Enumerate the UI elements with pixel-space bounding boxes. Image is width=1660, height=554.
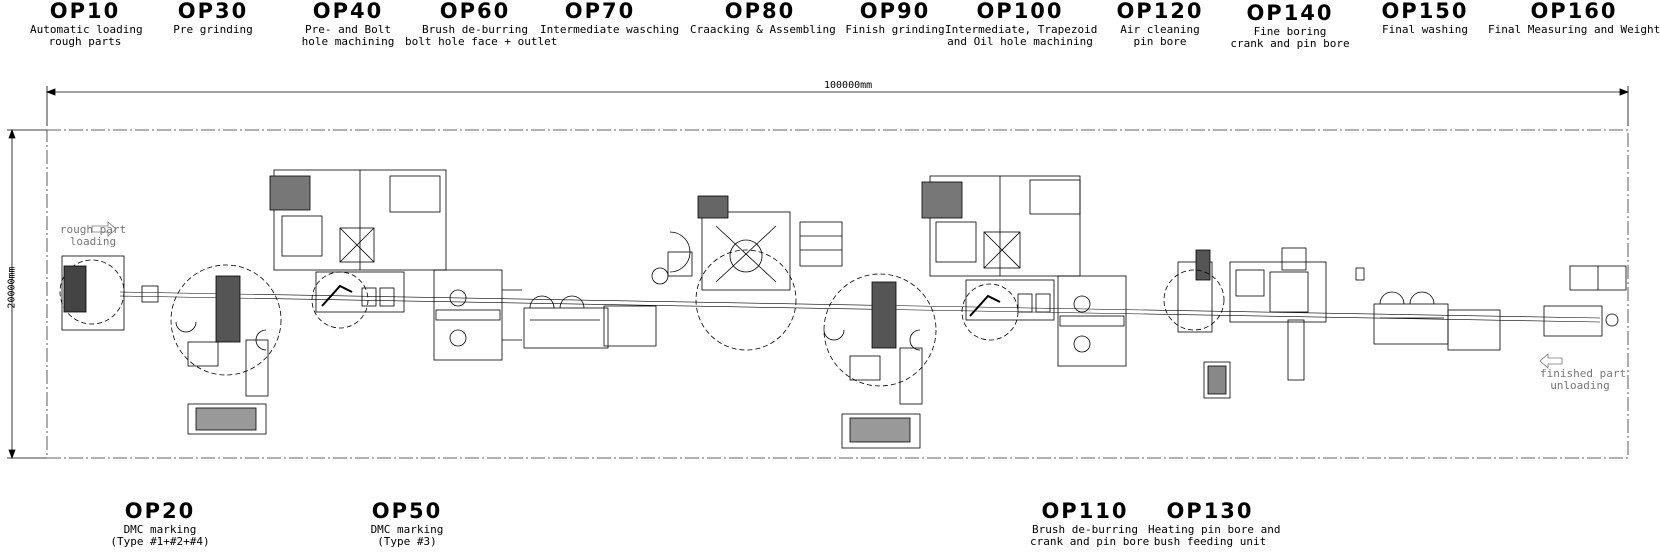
op-description: DMC marking (Type #3) bbox=[370, 523, 444, 548]
op140-fine-boring-machine bbox=[1229, 247, 1365, 381]
op-label-op60: OP60 Brush de-burring bolt hole face + o… bbox=[405, 0, 558, 48]
length-dimension-line bbox=[45, 86, 1630, 126]
length-dimension-label: 100000mm bbox=[824, 80, 873, 91]
op150-washing-machine bbox=[1373, 291, 1501, 351]
transfer-line bbox=[119, 291, 1601, 319]
op-code: OP140 bbox=[1246, 1, 1334, 25]
op40-machining-center bbox=[269, 169, 447, 329]
op-label-op10: OP10 Automatic loading rough parts bbox=[30, 0, 143, 48]
op70-washing-machine bbox=[523, 295, 657, 349]
loading-note: rough part loading bbox=[59, 223, 127, 248]
op-code: OP20 bbox=[124, 499, 196, 523]
op-label-op160: OP160 Final Measuring and Weighting bbox=[1488, 0, 1660, 36]
op-code: OP50 bbox=[371, 499, 443, 523]
op-label-op40: OP40 Pre- and Bolt hole machining bbox=[293, 0, 403, 48]
op-code: OP130 bbox=[1166, 499, 1254, 523]
unloading-note: finished part unloading bbox=[1540, 367, 1627, 392]
op90-grinding-cell bbox=[823, 273, 937, 449]
op-description: Air cleaning pin bore bbox=[1120, 23, 1200, 48]
op-code: OP10 bbox=[49, 0, 121, 23]
op-code: OP110 bbox=[1041, 499, 1129, 523]
op-label-op30: OP30 Pre grinding bbox=[158, 0, 268, 36]
width-dimension-line bbox=[7, 128, 47, 460]
op10-loading-station bbox=[59, 221, 159, 331]
plant-boundary bbox=[46, 129, 1629, 459]
op-code: OP40 bbox=[312, 0, 384, 23]
op-label-op140: OP140 Fine boring crank and pin bore bbox=[1230, 2, 1350, 50]
op-label-op100: OP100 Intermediate, Trapezoid and Oil ho… bbox=[945, 0, 1098, 48]
op-label-op120: OP120 Air cleaning pin bore bbox=[1110, 0, 1210, 48]
op-label-op90: OP90 Finish grinding bbox=[845, 0, 945, 36]
op-label-op20: OP20 DMC marking (Type #1+#2+#4) bbox=[100, 500, 220, 548]
op-description: Automatic loading rough parts bbox=[30, 23, 143, 48]
op-description: Craacking & Assembling bbox=[690, 23, 836, 36]
op-code: OP160 bbox=[1530, 0, 1618, 23]
op-description: Pre- and Bolt hole machining bbox=[301, 23, 395, 48]
op-description: Final Measuring and Weighting bbox=[1488, 23, 1660, 36]
op-description: Intermediate, Trapezoid and Oil hole mac… bbox=[945, 23, 1098, 48]
op120-air-cleaning-unit bbox=[1163, 249, 1231, 399]
op-code: OP120 bbox=[1116, 0, 1204, 23]
op-code: OP80 bbox=[724, 0, 796, 23]
op-description: Fine boring crank and pin bore bbox=[1230, 25, 1350, 50]
op-description: DMC marking (Type #1+#2+#4) bbox=[110, 523, 210, 548]
op-code: OP150 bbox=[1381, 0, 1469, 23]
op-label-op80: OP80 Craacking & Assembling bbox=[690, 0, 836, 36]
op-code: OP70 bbox=[564, 0, 636, 23]
op80-cracking-assembly-cell bbox=[651, 195, 843, 351]
op-label-op150: OP150 Final washing bbox=[1370, 0, 1480, 36]
op110-deburring-cell bbox=[1057, 275, 1127, 367]
op-description: Finish grinding bbox=[845, 23, 945, 36]
op60-deburring-cell bbox=[433, 269, 522, 361]
op160-measuring-station bbox=[1539, 265, 1627, 369]
op20-op30-cell bbox=[170, 264, 282, 435]
op-code: OP90 bbox=[859, 0, 931, 23]
op-code: OP30 bbox=[177, 0, 249, 23]
op-description: Final washing bbox=[1381, 23, 1469, 36]
op-description: Pre grinding bbox=[173, 23, 253, 36]
op-code: OP100 bbox=[976, 0, 1064, 23]
op-label-op50: OP50 DMC marking (Type #3) bbox=[352, 500, 462, 548]
op100-machining-center bbox=[921, 175, 1081, 341]
op-description: Brush de-burring bolt hole face + outlet bbox=[405, 23, 558, 48]
op-code: OP60 bbox=[439, 0, 511, 23]
